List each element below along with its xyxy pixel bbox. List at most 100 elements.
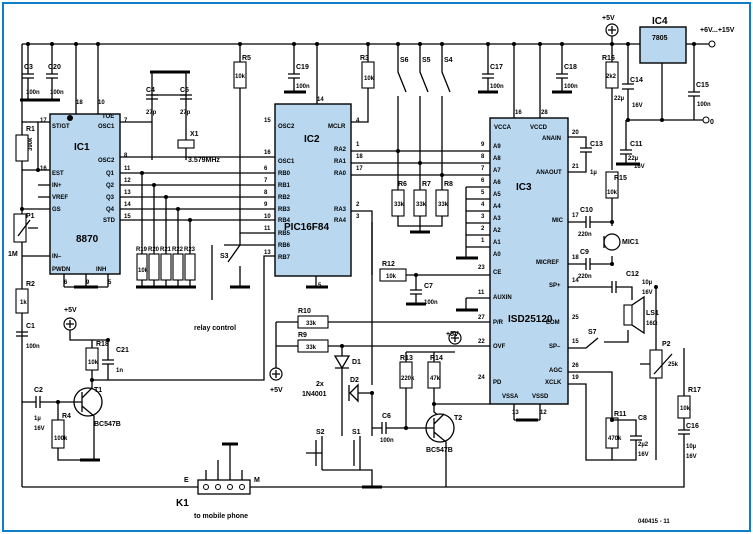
r15-value: 10k bbox=[607, 190, 618, 196]
s1-label: S1 bbox=[352, 429, 361, 436]
ic1-box bbox=[49, 113, 121, 275]
ic2-pinnum: 8 bbox=[264, 190, 268, 196]
r12-label: R12 bbox=[382, 261, 395, 268]
ic1-pinnum: 10 bbox=[98, 100, 105, 106]
c12-label: C12 bbox=[626, 271, 639, 278]
ic3-pinnum: 8 bbox=[481, 154, 485, 160]
c7-value: 100n bbox=[424, 300, 438, 306]
ic1-pin-in-minus: IN– bbox=[52, 254, 62, 260]
ls1-symbol bbox=[623, 304, 633, 326]
r10-label: R10 bbox=[298, 308, 311, 315]
ic3-pinnum: 20 bbox=[572, 130, 579, 136]
ic2-pinnum: 7 bbox=[264, 178, 268, 184]
ic3-pin-eom: EOM bbox=[546, 320, 560, 326]
ic3-pinnum: 6 bbox=[481, 178, 485, 184]
ic1-pinnum: 18 bbox=[76, 100, 83, 106]
ic2-pin-osc2: OSC2 bbox=[278, 124, 295, 130]
r13-value: 220k bbox=[401, 376, 415, 382]
ic3-pin-a9: A9 bbox=[493, 144, 501, 150]
ic2-pin-ra1: RA1 bbox=[334, 159, 347, 165]
ic2-pinnum: 18 bbox=[356, 154, 363, 160]
c9-value: 220n bbox=[578, 274, 592, 280]
ic3-pin-vccd: VCCD bbox=[530, 125, 548, 131]
ic3-pinnum: 25 bbox=[572, 315, 579, 321]
ic3-pinnum: 19 bbox=[572, 375, 579, 381]
ic3-pinnum: 2 bbox=[481, 226, 485, 232]
r6-label: R6 bbox=[398, 181, 407, 188]
c1-label: C1 bbox=[26, 323, 35, 330]
ic3-pin-xclk: XCLK bbox=[545, 380, 562, 386]
ic3-part: ISD25120 bbox=[508, 314, 553, 325]
ic3-pinnum: 27 bbox=[478, 315, 485, 321]
r9-value: 33k bbox=[306, 345, 317, 351]
p2-value: 25k bbox=[668, 362, 679, 368]
ic2-pinnum: 2 bbox=[356, 202, 360, 208]
r5-value: 10k bbox=[235, 74, 246, 80]
t2-label: T2 bbox=[454, 415, 462, 422]
ic1-pin-gs: GS bbox=[52, 207, 61, 213]
c19-label: C19 bbox=[296, 64, 309, 71]
r4-value: 100k bbox=[54, 436, 68, 442]
r18-label: R18 bbox=[96, 341, 109, 348]
ic1-pin-in-plus: IN+ bbox=[52, 183, 62, 189]
ic3-pinnum: 15 bbox=[572, 339, 579, 345]
ic3-pinnum: 3 bbox=[481, 214, 485, 220]
r23-label: R23 bbox=[184, 247, 196, 253]
figure-code: 040415 - 11 bbox=[638, 519, 670, 525]
ic3-pin-ce: CE bbox=[493, 270, 501, 276]
ic3-pinnum: 4 bbox=[481, 202, 485, 208]
c16-value: 10µ bbox=[686, 444, 697, 450]
c2-value: 1µ bbox=[34, 416, 41, 422]
r2-label: R2 bbox=[26, 281, 35, 288]
c13-value: 1µ bbox=[590, 170, 597, 176]
c13-label: C13 bbox=[590, 141, 603, 148]
ic1-pin-vref: VREF bbox=[52, 195, 68, 201]
c4-label: C4 bbox=[146, 87, 155, 94]
ic2-box bbox=[274, 103, 352, 277]
r12-value: 10k bbox=[386, 274, 397, 280]
ic3-pinnum: 9 bbox=[481, 142, 485, 148]
c14-value: 22µ bbox=[614, 96, 625, 102]
ic4-name: IC4 bbox=[652, 16, 668, 27]
ic2-pin-ra0: RA0 bbox=[334, 171, 347, 177]
ic3-pinnum: 1 bbox=[481, 238, 485, 244]
ic3-pin-sp-minus: SP– bbox=[549, 344, 561, 350]
c18-value: 100n bbox=[564, 84, 578, 90]
ic1-pinnum: 8 bbox=[124, 153, 128, 159]
ic3-pinnum: 16 bbox=[515, 110, 522, 116]
r7-label: R7 bbox=[422, 181, 431, 188]
ic1-pin-est: EST bbox=[52, 171, 64, 177]
ic1-pin-q2: Q2 bbox=[106, 183, 115, 189]
x1-crystal bbox=[177, 139, 195, 149]
r2-value: 1k bbox=[20, 300, 27, 306]
ic3-pin-a5: A5 bbox=[493, 192, 501, 198]
c6-label: C6 bbox=[382, 413, 391, 420]
ic1-pinnum: 15 bbox=[124, 214, 131, 220]
ic1-name: IC1 bbox=[74, 142, 90, 153]
s4-label: S4 bbox=[444, 57, 453, 64]
ic1-pin-q4: Q4 bbox=[106, 207, 115, 213]
zero-label: 0 bbox=[710, 119, 714, 126]
c20-label: C20 bbox=[48, 64, 61, 71]
ic1-pinnum: 7 bbox=[124, 118, 128, 124]
c19-value: 100n bbox=[296, 84, 310, 90]
ic1-pinnum: 16 bbox=[40, 166, 47, 172]
ic3-pin-a3: A3 bbox=[493, 216, 501, 222]
ic2-pinnum: 17 bbox=[356, 166, 363, 172]
ic3-pinnum: 24 bbox=[478, 375, 485, 381]
ic1-pin-osc1: OSC1 bbox=[98, 124, 115, 130]
ic2-pin-rb1: RB1 bbox=[278, 183, 291, 189]
c20-value: 100n bbox=[50, 90, 64, 96]
ic2-pinnum: 11 bbox=[264, 226, 271, 232]
ic3-pin-sp-plus: SP+ bbox=[549, 283, 561, 289]
c21-value: 1n bbox=[116, 368, 123, 374]
c5-label: C5 bbox=[180, 87, 189, 94]
r13-label: R13 bbox=[400, 355, 413, 362]
ic3-pin-a7: A7 bbox=[493, 168, 501, 174]
ic1-pinnum: 9 bbox=[86, 280, 90, 286]
ic3-pinnum: 5 bbox=[481, 190, 485, 196]
c16-label: C16 bbox=[686, 423, 699, 430]
r16-label: R16 bbox=[602, 55, 615, 62]
ic2-pinnum: 15 bbox=[264, 118, 271, 124]
d2-label: D2 bbox=[350, 377, 359, 384]
